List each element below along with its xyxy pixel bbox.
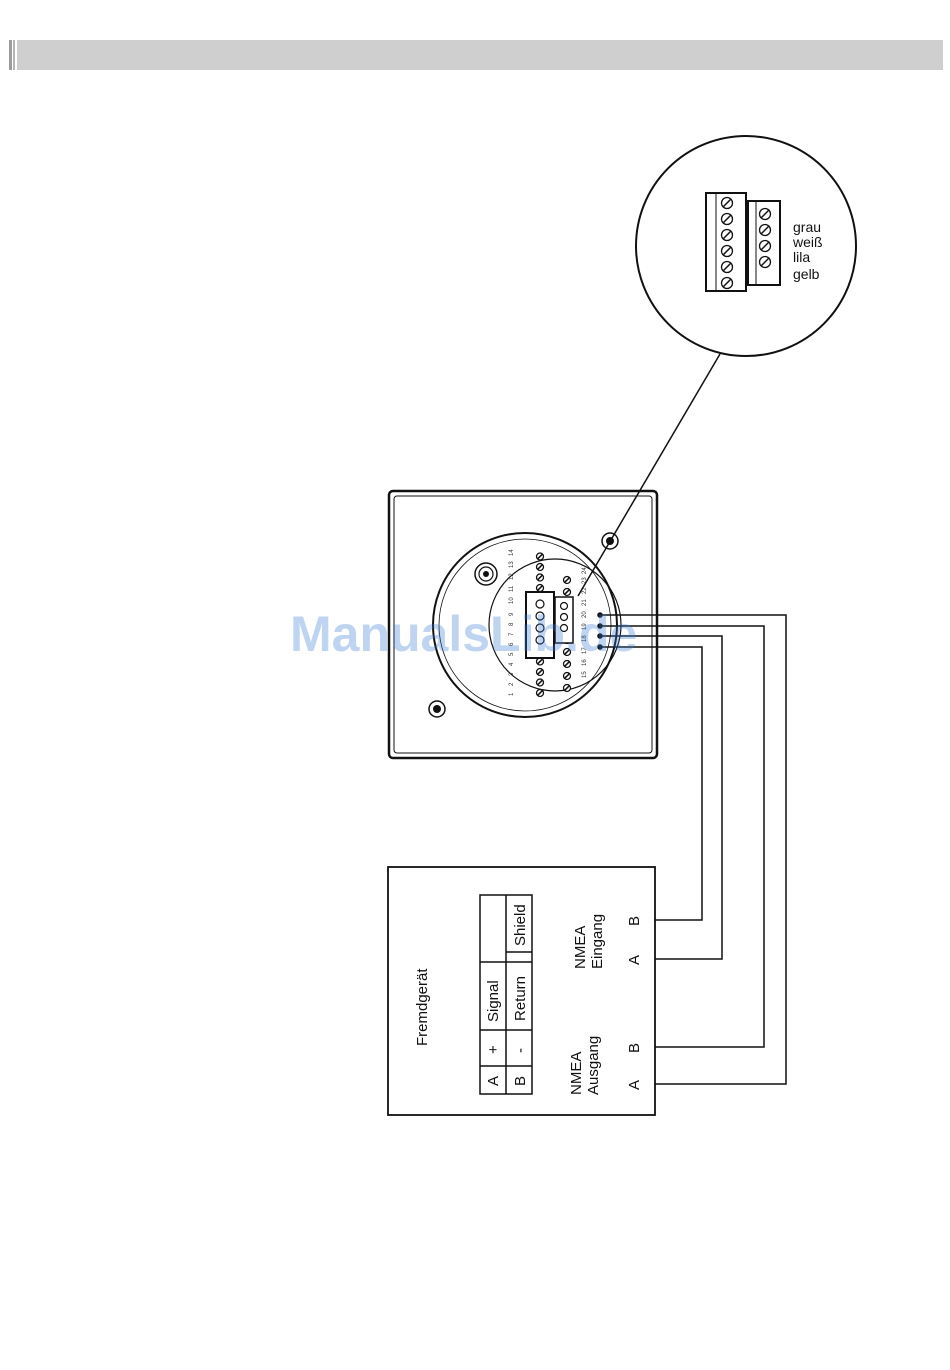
screw-icon bbox=[537, 574, 544, 581]
screw-icon bbox=[722, 246, 733, 257]
screw-icon bbox=[722, 230, 733, 241]
terminal-label: 14 bbox=[509, 549, 515, 556]
terminal-label: 10 bbox=[509, 597, 515, 604]
table-cell: A bbox=[485, 1076, 502, 1086]
terminal-label: 13 bbox=[509, 561, 515, 568]
terminal-label: 12 bbox=[509, 573, 515, 580]
screw-icon bbox=[760, 209, 771, 220]
pin-output-b: B bbox=[626, 1043, 643, 1053]
table-cell: B bbox=[512, 1076, 529, 1086]
screw-icon bbox=[537, 669, 544, 676]
screw-icon bbox=[564, 673, 571, 680]
nmea-output-label-2: Ausgang bbox=[585, 1036, 602, 1095]
screw-icon bbox=[537, 585, 544, 592]
terminal-label: 24 bbox=[582, 567, 588, 574]
terminal-label: 11 bbox=[509, 585, 515, 592]
external-device-title: Fremdgerät bbox=[414, 968, 431, 1046]
terminal-label: 15 bbox=[582, 671, 588, 678]
wire-label-gelb: gelb bbox=[793, 266, 820, 282]
table-cell: + bbox=[485, 1045, 502, 1054]
screw-icon bbox=[760, 241, 771, 252]
table-cell: Signal bbox=[485, 980, 502, 1022]
table-cell: - bbox=[512, 1048, 529, 1053]
screw-icon bbox=[564, 685, 571, 692]
watermark: ManualsLib.de bbox=[290, 606, 637, 662]
terminal-label: 21 bbox=[582, 599, 588, 606]
screw-icon bbox=[722, 278, 733, 289]
external-device: Fremdgerät A + Signal B - Return Shield … bbox=[388, 867, 655, 1115]
wire-label-lila: lila bbox=[793, 249, 810, 265]
screw-icon bbox=[722, 214, 733, 225]
screw-icon bbox=[722, 198, 733, 209]
screw-icon bbox=[537, 679, 544, 686]
pin-input-b: B bbox=[626, 916, 643, 926]
screw-icon bbox=[722, 262, 733, 273]
screw-icon bbox=[537, 690, 544, 697]
screw-icon bbox=[537, 553, 544, 560]
wire-label-weiss: weiß bbox=[792, 234, 823, 250]
pin-output-a: A bbox=[626, 1080, 643, 1090]
pin-input-a: A bbox=[626, 955, 643, 965]
nmea-input-label-2: Eingang bbox=[589, 914, 606, 969]
table-cell: Shield bbox=[512, 904, 529, 946]
wire-label-grau: grau bbox=[793, 219, 821, 235]
screw-icon bbox=[537, 564, 544, 571]
bolt-icon bbox=[475, 563, 497, 585]
screw-icon bbox=[564, 577, 571, 584]
screw-icon bbox=[760, 257, 771, 268]
nmea-output-label: NMEA bbox=[568, 1052, 585, 1095]
bolt-icon bbox=[429, 701, 445, 717]
table-cell: Return bbox=[512, 976, 529, 1021]
nmea-input-label: NMEA bbox=[572, 926, 589, 969]
screw-icon bbox=[760, 225, 771, 236]
screw-icon bbox=[564, 589, 571, 596]
